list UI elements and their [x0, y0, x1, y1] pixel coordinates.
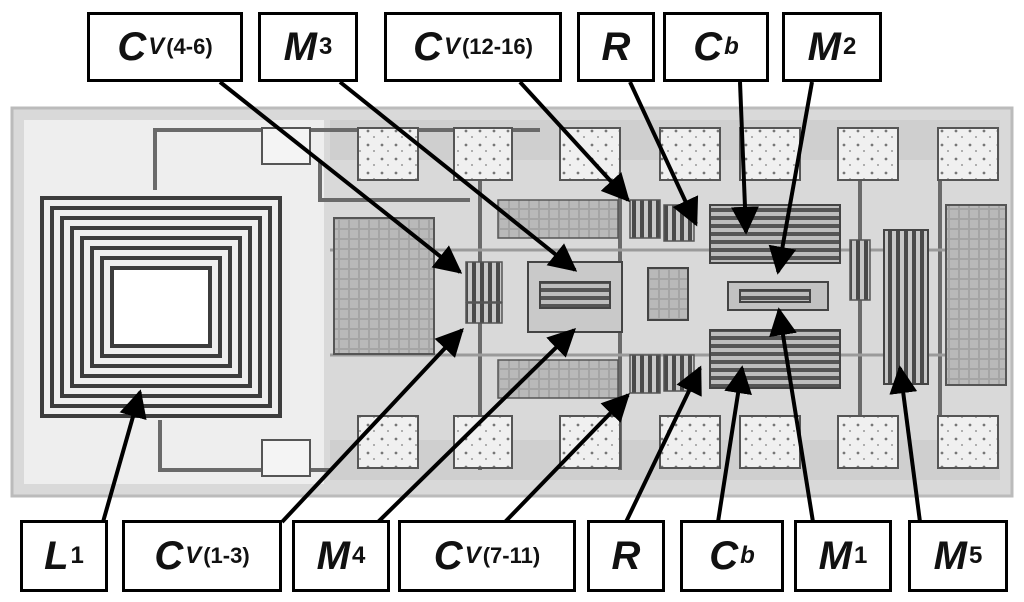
inductor-l1: [40, 196, 282, 418]
bond-pads: [261, 127, 999, 477]
arrows: [101, 80, 922, 524]
label-r-top: R: [577, 12, 655, 82]
label-r-bottom: R: [587, 520, 665, 592]
varactor-arrays: [465, 199, 871, 399]
right-capacitor-block: [945, 204, 1007, 386]
